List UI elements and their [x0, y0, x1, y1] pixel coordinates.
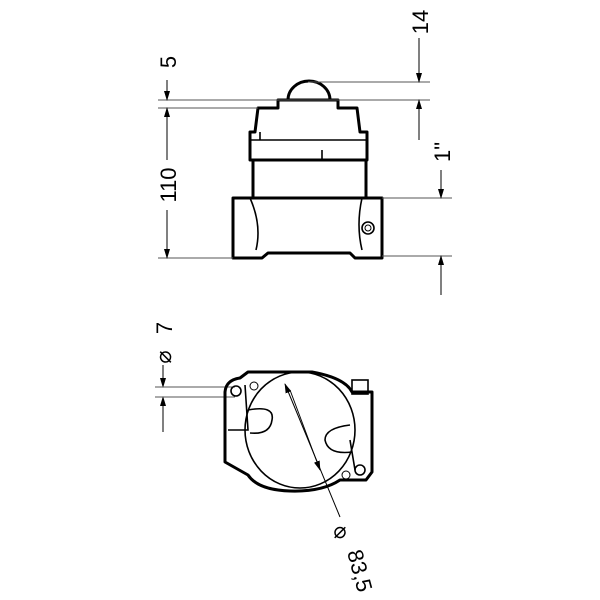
dim-label-7: 7: [152, 322, 177, 334]
dim-label-83-5: 83,5: [342, 547, 377, 595]
dim-label-5: 5: [156, 56, 181, 68]
bottom-view: [223, 370, 374, 493]
dimension-lines: [155, 38, 444, 518]
extension-lines: [158, 81, 452, 259]
diameter-symbol-83-5: ⌀: [333, 518, 346, 543]
dim-label-14: 14: [408, 10, 433, 34]
dim-label-1-inch: 1": [430, 142, 455, 162]
diameter-symbol-7: ⌀: [151, 350, 176, 363]
dim-label-110: 110: [156, 167, 181, 202]
